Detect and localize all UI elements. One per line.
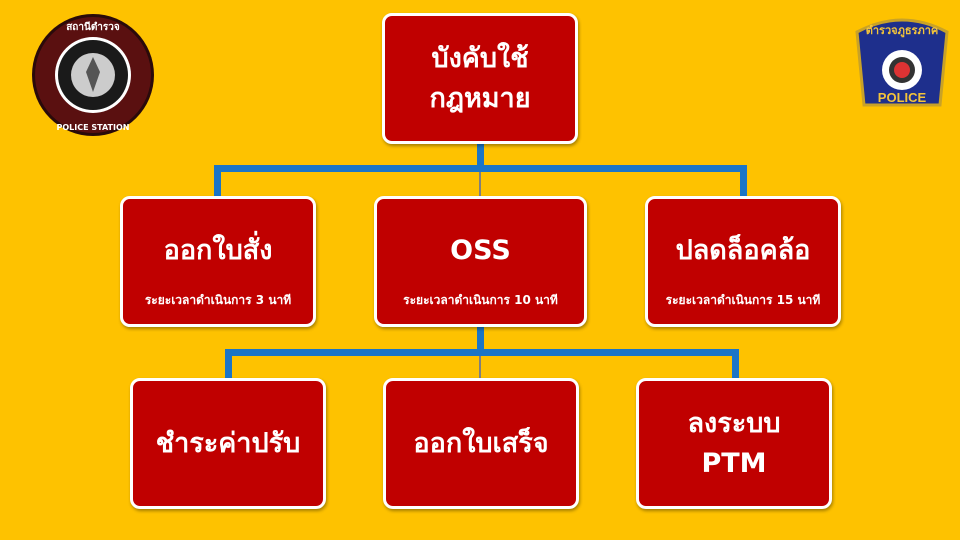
- box-ptm-system: ลงระบบ PTM: [636, 378, 832, 509]
- connector-center-bottom: [479, 326, 481, 386]
- root-line2: กฎหมาย: [429, 82, 531, 114]
- svg-text:สถานีตำรวจ: สถานีตำรวจ: [66, 21, 120, 33]
- box-issue-receipt: ออกใบเสร็จ: [383, 378, 579, 509]
- svg-text:POLICE STATION: POLICE STATION: [57, 123, 130, 132]
- box-title: ออกใบสั่ง: [163, 235, 273, 266]
- connector-level3-bar: [225, 349, 739, 356]
- box-title: ชำระค่าปรับ: [155, 427, 301, 459]
- box-duration: ระยะเวลาดำเนินการ 10 นาที: [403, 293, 558, 307]
- root-line1: บังคับใช้: [431, 42, 529, 74]
- root-box: บังคับใช้ กฎหมาย: [382, 13, 578, 144]
- connector-right-drop: [740, 165, 747, 197]
- connector-left-drop: [214, 165, 221, 197]
- regional-police-badge: ตำรวจภูธรภาค POLICE: [855, 18, 949, 107]
- box-duration: ระยะเวลาดำเนินการ 3 นาที: [144, 293, 292, 307]
- box-oss: OSS ระยะเวลาดำเนินการ 10 นาที: [374, 196, 587, 327]
- connector-l3-left-drop: [225, 349, 232, 379]
- connector-level2-bar: [214, 165, 747, 172]
- connector-oss-trunk: [477, 326, 484, 356]
- box-issue-ticket: ออกใบสั่ง ระยะเวลาดำเนินการ 3 นาที: [120, 196, 316, 327]
- box-duration: ระยะเวลาดำเนินการ 15 นาที: [665, 293, 821, 307]
- police-station-logo: สถานีตำรวจ POLICE STATION: [32, 14, 154, 136]
- svg-text:ตำรวจภูธรภาค: ตำรวจภูธรภาค: [866, 24, 939, 38]
- connector-center-top: [479, 143, 481, 203]
- connector-root-trunk: [477, 143, 484, 172]
- svg-text:POLICE: POLICE: [878, 90, 927, 105]
- box-unlock-wheel: ปลดล็อคล้อ ระยะเวลาดำเนินการ 15 นาที: [645, 196, 841, 327]
- box-title: ลงระบบ: [687, 407, 781, 439]
- box-pay-fine: ชำระค่าปรับ: [130, 378, 326, 509]
- box-title: ปลดล็อคล้อ: [675, 235, 811, 266]
- box-title: OSS: [450, 235, 511, 266]
- box-title: ออกใบเสร็จ: [413, 427, 549, 459]
- box-title-line2: PTM: [701, 447, 767, 479]
- connector-l3-right-drop: [732, 349, 739, 379]
